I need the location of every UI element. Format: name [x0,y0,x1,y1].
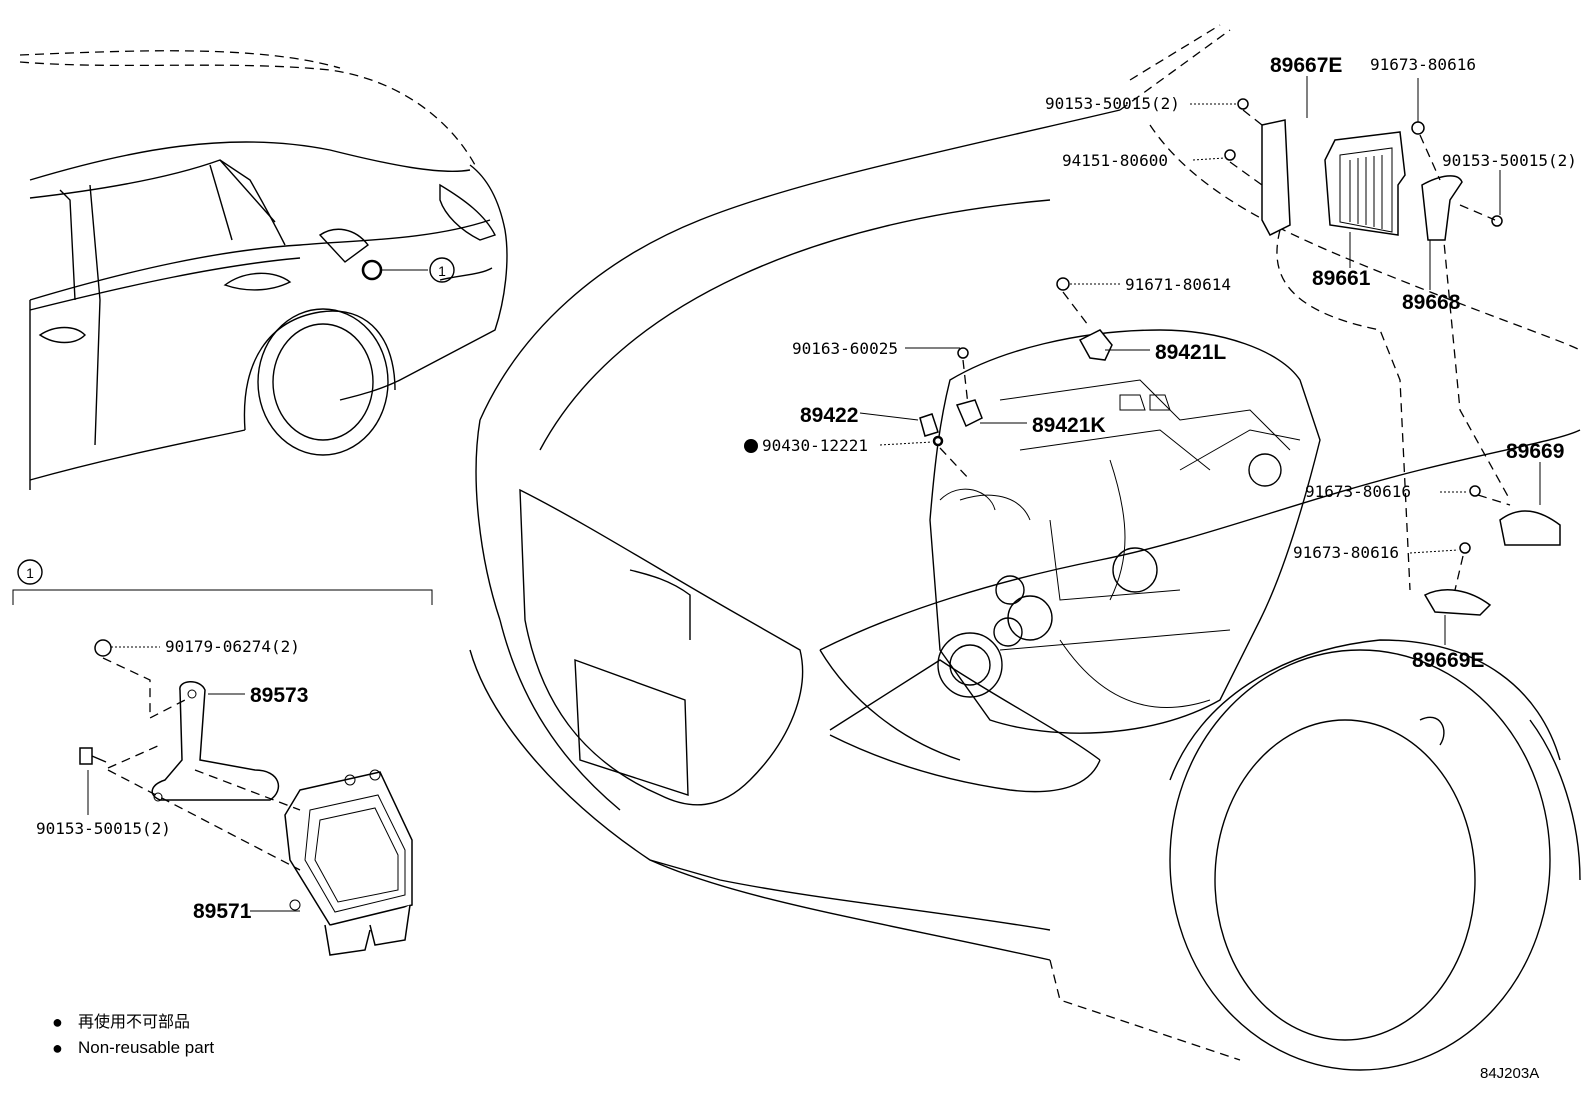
legend-text-jp: 再使用不可部品 [78,1013,190,1031]
bracket-89667E [1261,119,1291,236]
label-90163-60025: 90163-60025 [792,339,898,358]
figure-code: 84J203A [1480,1065,1539,1082]
inset-panel: 1 [12,559,433,956]
callout-circle [429,257,455,283]
legend-text-en: Non-reusable part [78,1038,214,1057]
dashed-leaders [939,109,1511,591]
non-reusable-bullet [744,439,758,453]
label-89661: 89661 [1312,267,1371,290]
callout-number: 1 [438,263,446,279]
label-89573: 89573 [250,684,308,707]
label-91673-80616-mid: 91673-80616 [1305,482,1411,501]
label-89422: 89422 [800,404,858,427]
legend: ● 再使用不可部品 ● Non-reusable part [52,1012,214,1058]
bracket-89573 [151,681,280,801]
label-94151-80600: 94151-80600 [1062,151,1168,170]
label-90153-50015-inset: 90153-50015(2) [36,819,171,838]
nut-90179 [94,639,112,657]
label-89421L: 89421L [1155,341,1226,364]
legend-bullet-en: ● [52,1038,63,1058]
label-90430-12221: 90430-12221 [762,436,868,455]
label-90153-50015-top: 90153-50015(2) [1045,94,1180,113]
engine-illustration [929,329,1321,734]
label-90153-50015-right: 90153-50015(2) [1442,151,1577,170]
inset-header-number: 1 [26,565,34,581]
label-89571: 89571 [193,900,252,923]
sensor-parts [919,329,1561,616]
label-89421K: 89421K [1032,414,1106,437]
front-car-illustration [469,24,1581,1071]
rear-car-illustration: 1 [19,50,508,490]
label-91671-80614: 91671-80614 [1125,275,1231,294]
small-fasteners [932,98,1503,554]
label-89667E: 89667E [1270,54,1342,77]
label-89669: 89669 [1506,440,1564,463]
ecu-89661 [1324,131,1406,236]
legend-bullet-jp: ● [52,1012,63,1032]
label-89668: 89668 [1402,291,1461,314]
label-90179-06274: 90179-06274(2) [165,637,300,656]
label-91673-80616-low: 91673-80616 [1293,543,1399,562]
bolt-90153-inset [79,747,107,765]
label-89669E: 89669E [1412,649,1484,672]
ecu-89571 [284,769,413,956]
bracket-89668 [1421,175,1463,241]
label-leaders [859,76,1541,645]
label-91673-80616-top: 91673-80616 [1370,55,1476,74]
